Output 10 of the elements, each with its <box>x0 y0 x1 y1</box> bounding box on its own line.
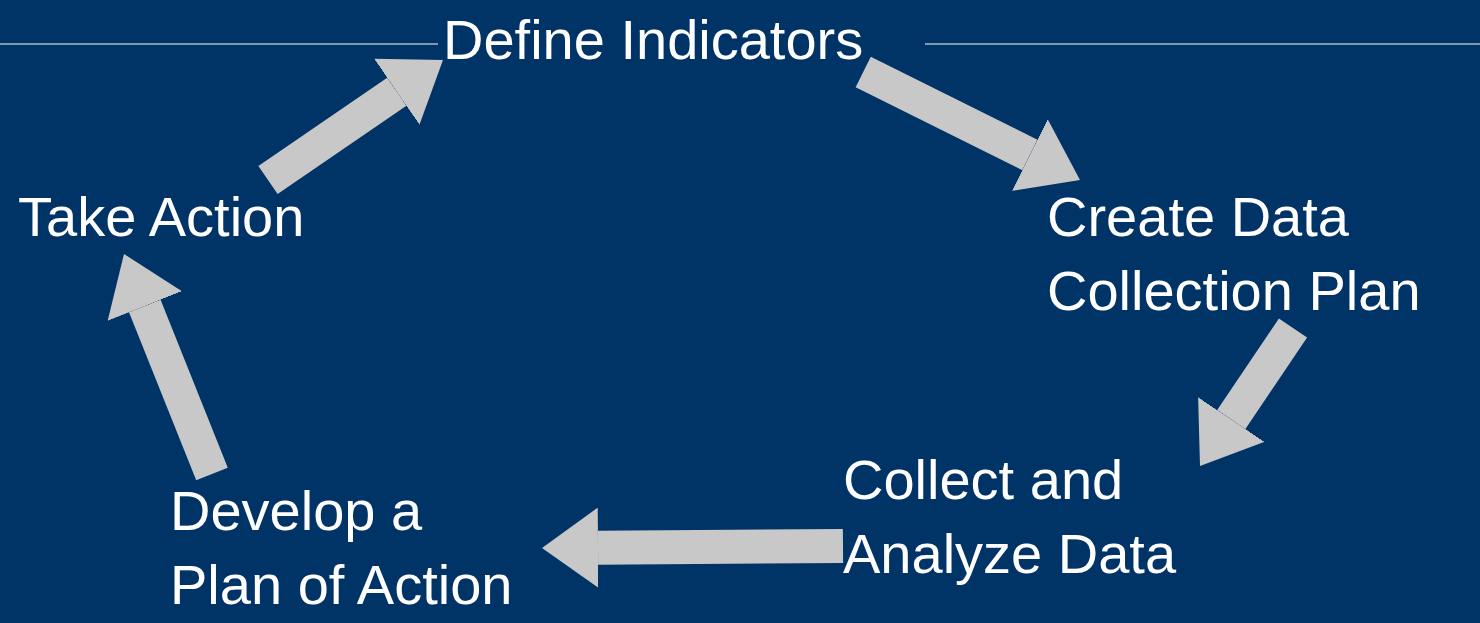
step-label: Develop a Plan of Action <box>170 478 514 618</box>
block-arrow <box>258 58 443 194</box>
step-label: Define Indicators <box>443 7 864 73</box>
block-arrow <box>107 254 228 481</box>
step-label: Collect and Analyze Data <box>843 447 1178 587</box>
block-arrow <box>542 507 844 588</box>
block-arrow <box>1198 318 1308 466</box>
step-label: Take Action <box>18 184 305 250</box>
step-label: Create Data Collection Plan <box>1047 184 1422 324</box>
block-arrow <box>855 56 1080 191</box>
